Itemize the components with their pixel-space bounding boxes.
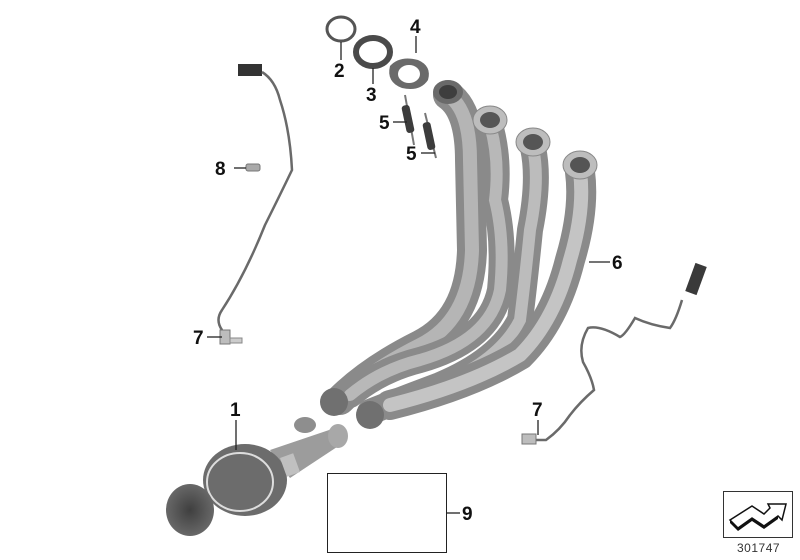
- callout-9: 9: [462, 504, 473, 525]
- callout-7-right: 7: [532, 400, 543, 421]
- header-flanges: [433, 80, 598, 180]
- oxygen-sensor-left-part: [217, 64, 294, 345]
- heat-shield-kit-box: [327, 473, 447, 553]
- flange-gasket-part: [389, 58, 429, 89]
- oxygen-sensor-right-part: [521, 262, 707, 445]
- leader-lines: [207, 36, 610, 514]
- callout-1: 1: [230, 400, 241, 421]
- retaining-ring-part: [325, 15, 357, 43]
- callout-5a: 5: [379, 113, 390, 134]
- tension-springs-part: [401, 94, 437, 159]
- catalytic-converter-part: [166, 417, 348, 536]
- sealing-ring-part: [353, 35, 393, 69]
- cable-clip-part: [245, 163, 261, 172]
- diagram-number: 301747: [737, 541, 781, 555]
- callout-2: 2: [334, 61, 345, 82]
- callout-4: 4: [410, 17, 421, 38]
- orientation-arrow-box: [723, 491, 793, 538]
- callout-6: 6: [612, 253, 623, 274]
- direction-arrow-icon: [728, 503, 787, 531]
- exhaust-manifold-part: [320, 80, 597, 429]
- callout-3: 3: [366, 85, 377, 106]
- callout-7-left: 7: [193, 328, 204, 349]
- callout-8: 8: [215, 159, 226, 180]
- callout-5b: 5: [406, 144, 417, 165]
